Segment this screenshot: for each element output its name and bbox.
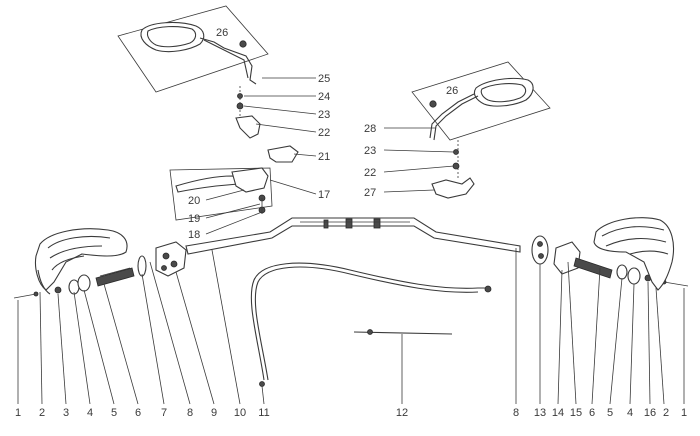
callout-18: 18 <box>188 229 200 241</box>
callout-22-right: 22 <box>364 167 376 179</box>
callout-12: 12 <box>396 407 408 419</box>
callout-4-right: 4 <box>627 407 633 419</box>
left-switch-housing <box>155 241 187 277</box>
callout-24: 24 <box>318 91 330 103</box>
callout-23-left: 23 <box>318 109 330 121</box>
callout-26-left: 26 <box>216 27 228 39</box>
callout-22-left: 22 <box>318 127 330 139</box>
callout-5-right: 5 <box>607 407 613 419</box>
callout-27: 27 <box>364 187 376 199</box>
callout-15: 15 <box>570 407 582 419</box>
upper-leaders <box>205 77 455 235</box>
left-mount-hardware <box>235 86 299 163</box>
callout-1-left: 1 <box>15 407 21 419</box>
right-switch-housing <box>531 235 613 279</box>
right-mirror <box>429 77 534 141</box>
callout-25: 25 <box>318 73 330 85</box>
callout-4-left: 4 <box>87 407 93 419</box>
callout-11: 11 <box>258 407 269 419</box>
callout-8-left: 8 <box>187 407 193 419</box>
callout-8-right: 8 <box>513 407 519 419</box>
callout-21: 21 <box>318 151 330 163</box>
callout-7: 7 <box>161 407 167 419</box>
callout-23-right: 23 <box>364 145 376 157</box>
part-12-rod <box>353 329 453 335</box>
right-mount-hardware <box>431 140 475 199</box>
callout-1-right: 1 <box>681 407 687 419</box>
brake-lever-box <box>169 167 273 221</box>
left-mirror-box <box>117 5 269 93</box>
callout-17: 17 <box>318 189 330 201</box>
right-hand-guard <box>593 217 675 291</box>
left-hardware-row <box>13 255 147 299</box>
callout-16: 16 <box>644 407 656 419</box>
callout-10: 10 <box>234 407 246 419</box>
callout-9: 9 <box>211 407 217 419</box>
callout-26-right: 26 <box>446 85 458 97</box>
callout-6-left: 6 <box>135 407 141 419</box>
callout-13: 13 <box>534 407 546 419</box>
callout-3: 3 <box>63 407 69 419</box>
callout-14: 14 <box>552 407 564 419</box>
callout-20: 20 <box>188 195 200 207</box>
callout-2-left: 2 <box>39 407 45 419</box>
callout-19: 19 <box>188 213 200 225</box>
brake-lever <box>175 167 269 214</box>
right-hardware-row <box>616 264 689 287</box>
bottom-leaders <box>17 248 685 405</box>
callout-28: 28 <box>364 123 376 135</box>
left-mirror <box>140 21 257 85</box>
callout-2-right: 2 <box>663 407 669 419</box>
throttle-cable <box>250 262 492 387</box>
handlebar <box>185 217 521 255</box>
callout-5-left: 5 <box>111 407 117 419</box>
callout-labels: 1 2 3 4 5 6 7 8 9 10 11 12 8 13 14 15 6 … <box>15 27 687 419</box>
callout-6-right: 6 <box>589 407 595 419</box>
left-hand-guard <box>34 228 128 295</box>
